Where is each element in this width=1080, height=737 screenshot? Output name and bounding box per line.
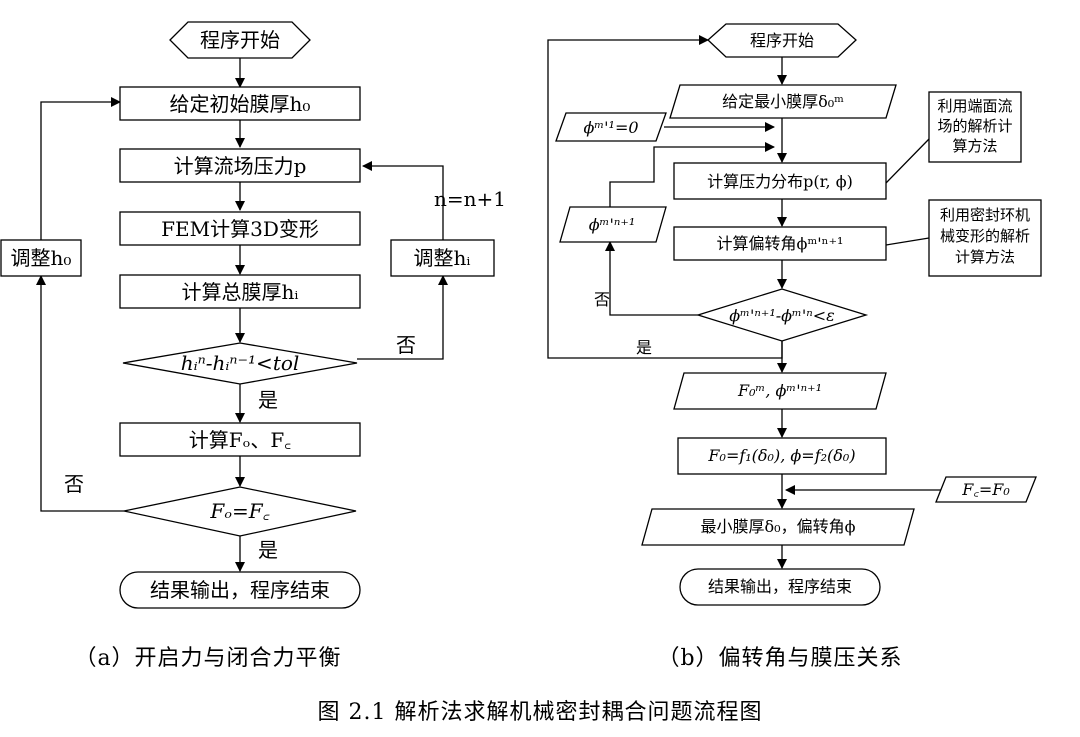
diagram-b: 程序开始 给定最小膜厚δ₀ᵐ ϕᵐ'¹=0 ϕᵐ'ⁿ⁺¹ 计算压力分布p(r, … (547, 23, 1042, 671)
fc-box (935, 476, 1037, 503)
fit-box (677, 437, 887, 475)
loop-connector (605, 241, 698, 316)
note-deformation-box (928, 199, 1042, 277)
loop-connector (547, 35, 783, 359)
calc-forces-box (119, 422, 361, 457)
note-deformation-line: 利用密封环机 (940, 206, 1030, 224)
fc-label: F꜀=F₀ (961, 480, 1010, 499)
end-label: 结果输出，程序结束 (150, 578, 330, 602)
start-terminal (169, 21, 311, 59)
note-leader (885, 138, 930, 184)
calc-forces-label: 计算Fₒ、F꜀ (189, 428, 291, 452)
set-initial-film-box (119, 86, 361, 121)
loop-connector-left (36, 275, 124, 512)
loop-connector-left (40, 97, 121, 240)
calc-pressure-box (673, 162, 887, 200)
no-label: 否 (64, 472, 84, 496)
force-balance-label: Fₒ=F꜀ (209, 499, 269, 523)
min-film-label: 最小膜厚δ₀，偏转角ϕ (701, 517, 856, 536)
phi-init-box (555, 112, 667, 142)
end-label: 结果输出，程序结束 (708, 577, 852, 596)
start-label: 程序开始 (200, 28, 280, 52)
fem-box (119, 211, 361, 246)
adjust-h0-box (0, 239, 82, 277)
calc-pressure-label: 计算流场压力p (174, 154, 307, 178)
no-label: 否 (594, 290, 610, 309)
caption-a: （a）开启力与闭合力平衡 (74, 646, 341, 671)
calc-tilt-label: 计算偏转角ϕᵐ'ⁿ⁺¹ (717, 234, 844, 253)
phi-next-label: ϕᵐ'ⁿ⁺¹ (589, 215, 635, 234)
iteration-label: n=n+1 (434, 187, 506, 211)
note-deformation-line: 械变形的解析 (940, 227, 1030, 245)
force-balance-diamond (123, 486, 357, 537)
convergence-check-label: ϕᵐ'ⁿ⁺¹-ϕᵐ'ⁿ<ε (729, 306, 834, 325)
start-terminal (707, 23, 857, 58)
connector (609, 142, 775, 208)
start-label: 程序开始 (750, 31, 814, 50)
calc-pressure-box (119, 148, 361, 183)
set-initial-film-label: 给定初始膜厚h₀ (170, 92, 311, 116)
end-terminal (119, 571, 361, 609)
yes-label: 是 (636, 338, 652, 357)
calc-tilt-box (673, 226, 887, 261)
phi-init-label: ϕᵐ'¹=0 (583, 118, 638, 137)
note-flow-field-line: 算方法 (952, 137, 997, 155)
loop-connector-right (362, 161, 444, 240)
convergence-check-label: hᵢⁿ-hᵢⁿ⁻¹<tol (181, 351, 300, 375)
result-box (673, 372, 887, 410)
calc-total-film-box (119, 274, 361, 309)
note-leader (885, 237, 930, 246)
caption-b: （b）偏转角与膜压关系 (657, 646, 902, 671)
note-flow-field-box (928, 91, 1022, 163)
calc-total-film-label: 计算总膜厚hᵢ (182, 280, 299, 304)
min-film-box (641, 508, 915, 546)
fit-label: F₀=f₁(δ₀), ϕ=f₂(δ₀) (707, 446, 855, 465)
convergence-check-diamond (122, 342, 358, 385)
note-deformation-line: 计算方法 (955, 248, 1015, 266)
no-label: 否 (396, 333, 416, 357)
loop-connector-right (357, 275, 448, 360)
adjust-h0-label: 调整h₀ (11, 246, 72, 270)
phi-next-box (559, 206, 667, 243)
diagram-a: 程序开始 给定初始膜厚h₀ 计算流场压力p FEM计算3D变形 计算总膜厚hᵢ … (0, 21, 506, 671)
calc-pressure-label: 计算压力分布p(r, ϕ) (707, 172, 853, 191)
adjust-hi-label: 调整hᵢ (414, 246, 471, 270)
result-label: F₀ᵐ, ϕᵐ'ⁿ⁺¹ (737, 381, 822, 400)
end-terminal (679, 568, 881, 606)
figure-caption: 图 2.1 解析法求解机械密封耦合问题流程图 (318, 700, 763, 725)
yes-label: 是 (258, 538, 278, 562)
yes-label: 是 (258, 388, 278, 412)
set-min-film-box (669, 84, 897, 119)
note-flow-field-line: 利用端面流 (937, 97, 1012, 115)
convergence-check-diamond (695, 288, 869, 342)
fem-label: FEM计算3D变形 (161, 217, 319, 241)
note-flow-field-line: 场的解析计 (937, 117, 1012, 135)
adjust-hi-box (390, 239, 495, 277)
set-min-film-label: 给定最小膜厚δ₀ᵐ (722, 92, 844, 111)
